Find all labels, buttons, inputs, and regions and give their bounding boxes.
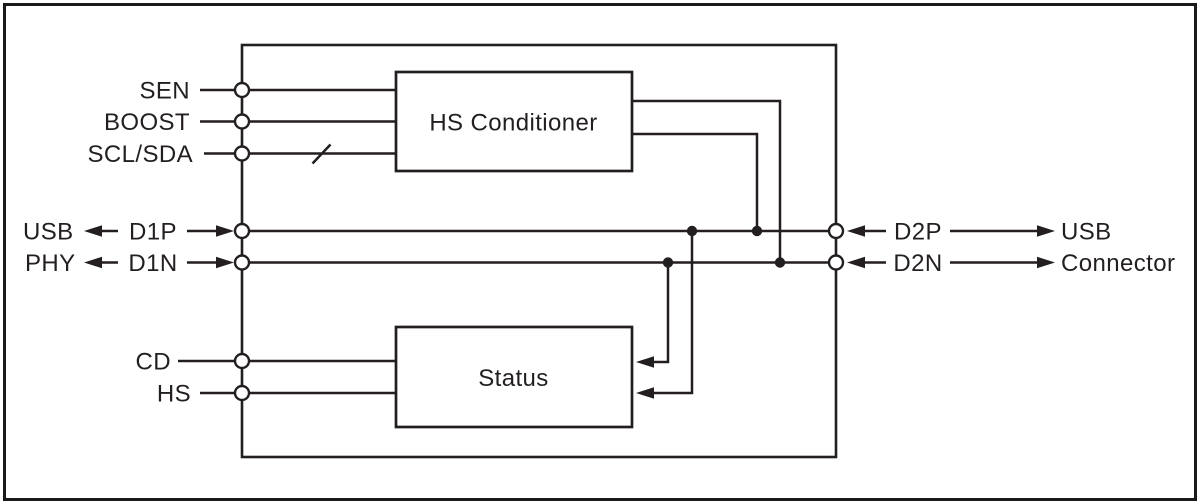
conditioner-to-d2n-wire <box>632 99 782 263</box>
d2n-pin-circle <box>827 254 845 271</box>
boost-pin-row: BOOST <box>104 109 396 136</box>
dn-data-line: D1N D2N <box>84 250 1055 277</box>
junction-dot-conditioner-d2n <box>774 257 786 268</box>
usb-connector-label-line2: Connector <box>1061 250 1175 277</box>
scl-sda-pin-label: SCL/SDA <box>87 141 193 168</box>
d1n-pin-label: D1N <box>128 250 177 277</box>
dn-to-status-feed <box>636 262 670 368</box>
scl-sda-pin-circle <box>233 145 251 162</box>
d1p-pin-label: D1P <box>129 219 177 246</box>
cd-pin-row: CD <box>136 349 396 376</box>
d2p-to-connector-arrowhead-icon <box>1037 225 1055 237</box>
d2n-to-pin-arrowhead-icon <box>847 256 865 269</box>
scl-sda-bus-slash-icon <box>311 143 332 165</box>
sen-pin-row: SEN <box>139 78 396 105</box>
dp-to-status-wire <box>652 231 694 395</box>
hs-pin-circle <box>233 384 251 402</box>
cd-pin-circle <box>233 352 251 370</box>
junction-dot-dp-status <box>686 225 698 237</box>
d1p-to-usb-phy-arrowhead-icon <box>84 225 102 237</box>
status-label: Status <box>478 365 548 392</box>
junction-dot-conditioner-d2p <box>751 225 763 237</box>
status-block: Status <box>394 325 634 429</box>
d2p-to-pin-arrowhead-icon <box>847 225 865 237</box>
conditioner-to-d2p-wire <box>632 132 759 231</box>
sen-pin-circle <box>233 81 251 99</box>
hs-conditioner-block: HS Conditioner <box>394 70 634 173</box>
hs-pin-row: HS <box>157 381 396 408</box>
usb-connector-endpoint-label: USB Connector <box>1061 219 1175 278</box>
d1p-to-pin-arrowhead-icon <box>216 225 234 237</box>
dn-to-status-wire <box>652 262 670 364</box>
junction-dot-dn-status <box>662 257 674 268</box>
usb-phy-label-line1: USB <box>23 219 74 246</box>
d1n-pin-circle <box>233 254 251 271</box>
d1n-to-pin-arrowhead-icon <box>216 256 234 269</box>
d2p-pin-label: D2P <box>894 219 942 246</box>
d1p-pin-circle <box>233 222 251 240</box>
dp-to-status-feed <box>636 231 694 399</box>
usb-connector-label-line1: USB <box>1061 219 1112 246</box>
sen-pin-label: SEN <box>139 78 190 105</box>
hs-conditioner-label: HS Conditioner <box>429 110 597 137</box>
d2p-pin-circle <box>827 222 845 240</box>
usb-phy-label-line2: PHY <box>25 250 76 277</box>
hs-conditioner-box <box>394 70 634 173</box>
usb-phy-endpoint-label: USB PHY <box>23 219 76 278</box>
boost-pin-label: BOOST <box>104 109 190 136</box>
dn-to-status-arrowhead-icon <box>636 356 654 368</box>
d1n-to-usb-phy-arrowhead-icon <box>84 256 102 269</box>
dp-data-line: D1P D2P <box>84 219 1055 246</box>
d2n-to-connector-arrowhead-icon <box>1037 256 1055 269</box>
figure-border <box>3 3 1197 501</box>
dp-to-status-arrowhead-icon <box>636 387 654 399</box>
boost-pin-circle <box>233 113 251 130</box>
scl-sda-pin-row: SCL/SDA <box>87 141 396 168</box>
hs-pin-label: HS <box>157 381 191 408</box>
chip-outline <box>240 43 838 459</box>
cd-pin-label: CD <box>136 349 171 376</box>
d2n-pin-label: D2N <box>893 250 942 277</box>
status-box <box>394 325 634 429</box>
